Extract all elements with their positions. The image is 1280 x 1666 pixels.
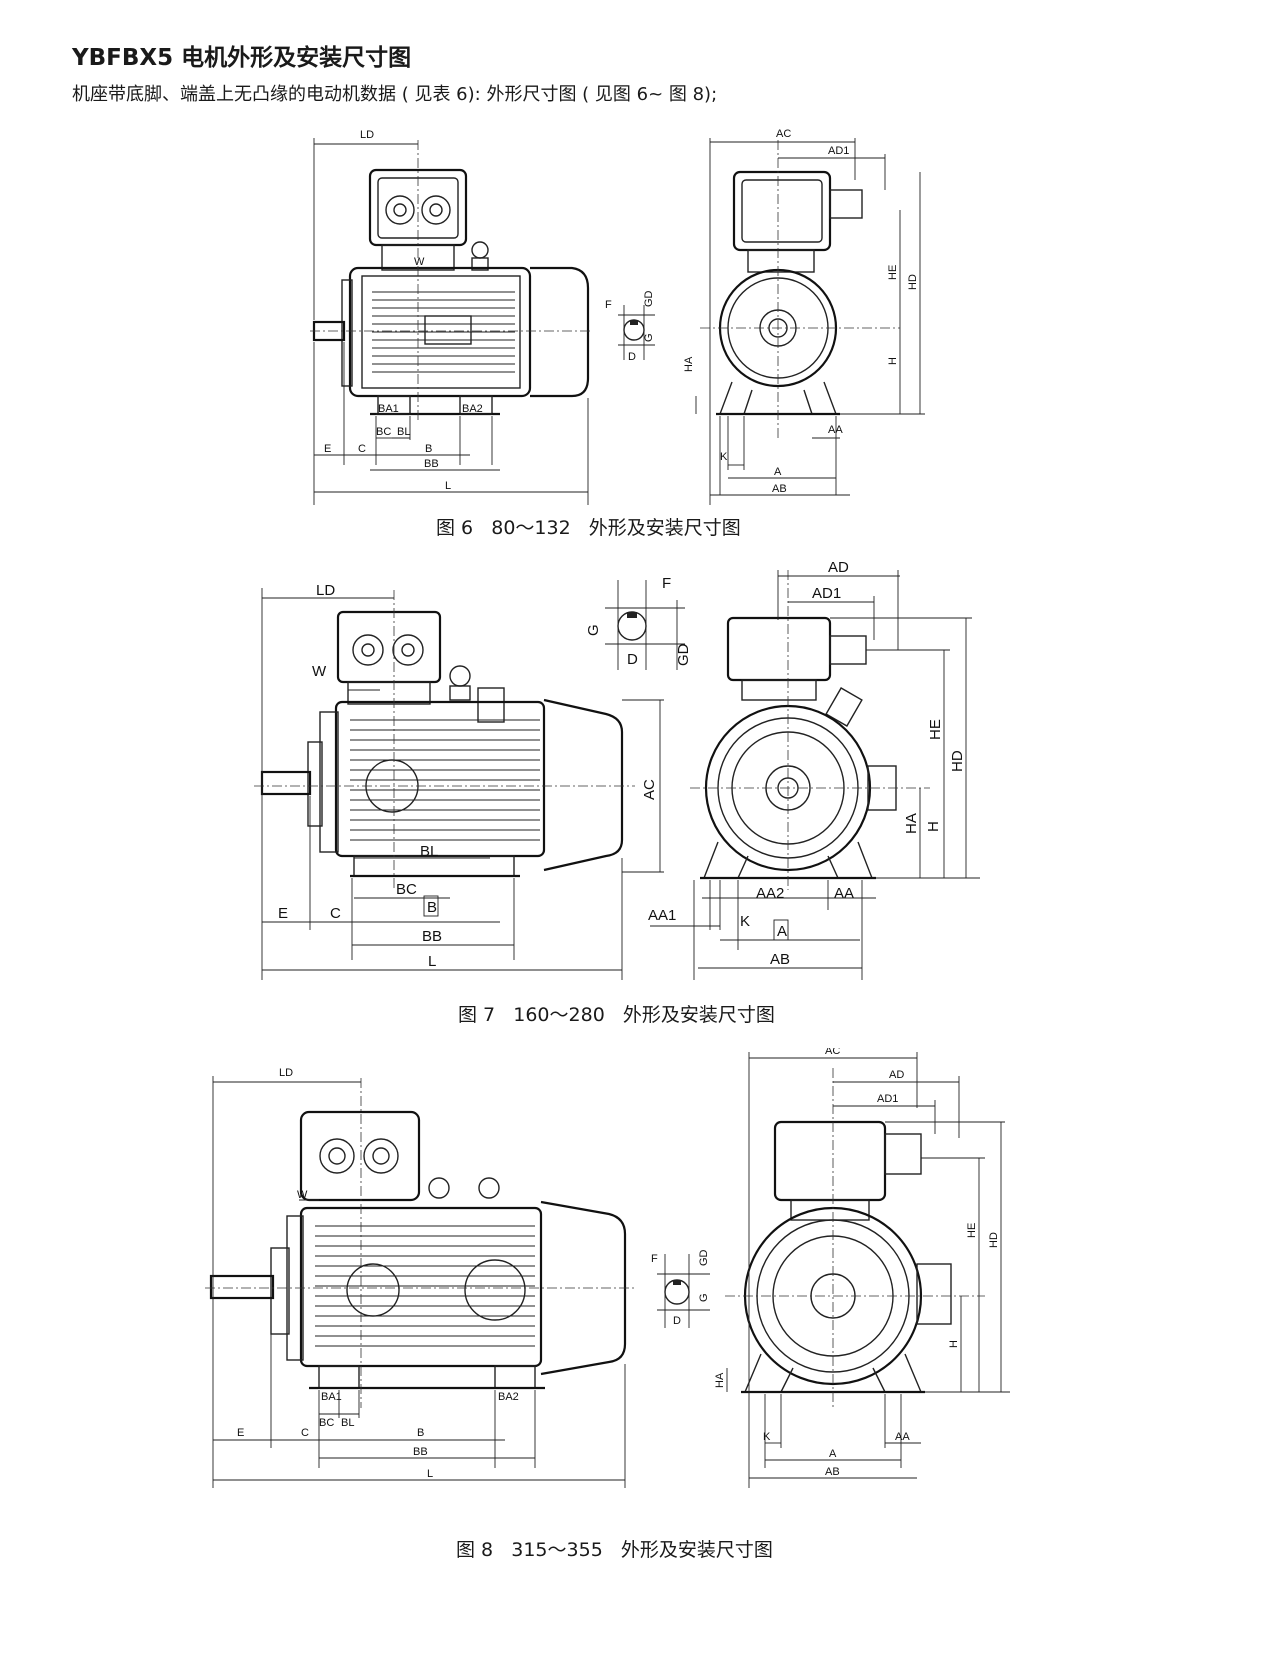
fig8-dim-AD1: AD1 xyxy=(877,1093,898,1105)
figure-6-drawing: LD W BA1 BA2 BC BL E C B BB L F GD G D xyxy=(310,128,925,505)
fig6-dim-B: B xyxy=(425,443,432,455)
fig6-dim-HA: HA xyxy=(683,356,695,372)
fig8-dim-HD: HD xyxy=(988,1232,1000,1248)
fig6-dim-E: E xyxy=(324,443,331,455)
fig7-dim-BL: BL xyxy=(420,843,438,860)
figure-8-caption: 图 8 315～355 外形及安装尺寸图 xyxy=(456,1539,773,1561)
fig7-shaft-detail: F G D GD xyxy=(585,575,692,670)
fig7-side-view: LD W BL BC E C B BB L AC xyxy=(254,582,664,980)
fig7-dim-A: A xyxy=(777,923,787,940)
fig6-dim-G: G xyxy=(643,333,655,342)
fig6-dim-F: F xyxy=(605,299,612,311)
fig8-dim-A: A xyxy=(829,1448,837,1460)
fig6-dim-BA2: BA2 xyxy=(462,403,483,415)
fig8-dim-G: G xyxy=(698,1293,710,1302)
fig6-shaft-detail: F GD G D xyxy=(605,290,655,363)
fig6-dim-A: A xyxy=(774,466,782,478)
fig7-dim-AD: AD xyxy=(828,560,849,576)
fig8-end-view: AC AD AD1 HE HD H HA K AA A AB xyxy=(714,1048,1010,1488)
fig8-dim-BL: BL xyxy=(341,1417,354,1429)
fig7-dim-BB: BB xyxy=(422,928,442,945)
fig6-dim-BC: BC xyxy=(376,426,391,438)
fig8-dim-C: C xyxy=(301,1427,309,1439)
fig7-dim-AB: AB xyxy=(770,951,790,968)
fig7-dim-W: W xyxy=(312,663,327,680)
fig7-dim-HA: HA xyxy=(903,813,920,834)
fig7-dim-G: G xyxy=(585,624,602,636)
fig6-dim-K: K xyxy=(720,451,728,463)
fig7-dim-AA: AA xyxy=(834,885,854,902)
fig6-dim-HE: HE xyxy=(887,265,899,280)
fig8-dim-F: F xyxy=(651,1253,658,1265)
fig8-dim-L: L xyxy=(427,1468,433,1480)
fig7-dim-H: H xyxy=(925,821,942,832)
fig6-dim-AC: AC xyxy=(776,128,791,140)
fig8-dim-BA1: BA1 xyxy=(321,1391,342,1403)
fig6-dim-H: H xyxy=(887,357,899,365)
fig8-dim-HA: HA xyxy=(714,1372,726,1388)
fig6-dim-AB: AB xyxy=(772,483,787,495)
fig7-dim-AA2: AA2 xyxy=(756,885,784,902)
figure-7-drawing: LD W BL BC E C B BB L AC F G D GD xyxy=(254,560,980,980)
fig8-dim-AA: AA xyxy=(895,1431,910,1443)
fig8-dim-AD: AD xyxy=(889,1069,904,1081)
fig6-dim-D: D xyxy=(628,351,636,363)
fig6-dim-BL: BL xyxy=(397,426,410,438)
fig7-dim-AD1: AD1 xyxy=(812,585,841,602)
fig8-dim-HE: HE xyxy=(966,1223,978,1238)
figure-8-drawing: LD W BA1 BA2 BC BL E C B BB L F GD G D xyxy=(205,1048,1010,1488)
fig7-dim-AA1: AA1 xyxy=(648,907,676,924)
fig8-dim-W: W xyxy=(297,1189,308,1201)
fig8-side-view: LD W BA1 BA2 BC BL E C B BB L xyxy=(205,1067,635,1488)
fig7-dim-AC: AC xyxy=(641,779,658,800)
fig7-dim-D: D xyxy=(627,651,638,668)
fig7-dim-HD: HD xyxy=(949,750,966,772)
fig6-dim-C: C xyxy=(358,443,366,455)
fig7-dim-C: C xyxy=(330,905,341,922)
fig8-dim-BA2: BA2 xyxy=(498,1391,519,1403)
fig7-end-view: AD AD1 HE HD HA H AA1 AA2 AA K A AB xyxy=(648,560,980,980)
fig8-dim-AB: AB xyxy=(825,1466,840,1478)
fig8-shaft-detail: F GD G D xyxy=(651,1249,710,1328)
fig8-dim-LD: LD xyxy=(279,1067,293,1079)
fig8-dim-BC: BC xyxy=(319,1417,334,1429)
fig7-dim-BC: BC xyxy=(396,881,417,898)
fig6-dim-BB: BB xyxy=(424,458,439,470)
fig7-dim-B: B xyxy=(427,899,437,916)
fig7-dim-E: E xyxy=(278,905,288,922)
fig6-dim-AA: AA xyxy=(828,424,843,436)
fig7-dim-L: L xyxy=(428,953,436,970)
fig7-dim-LD: LD xyxy=(316,582,335,599)
fig7-dim-GD: GD xyxy=(675,643,692,666)
fig8-dim-BB: BB xyxy=(413,1446,428,1458)
fig6-side-view: LD W BA1 BA2 BC BL E C B BB L xyxy=(310,129,592,505)
fig6-dim-L: L xyxy=(445,480,451,492)
fig8-dim-H: H xyxy=(948,1340,960,1348)
fig7-dim-F: F xyxy=(662,575,671,592)
fig6-dim-HD: HD xyxy=(907,274,919,290)
fig8-dim-E: E xyxy=(237,1427,244,1439)
figure-7-caption: 图 7 160～280 外形及安装尺寸图 xyxy=(458,1004,775,1026)
fig8-dim-K: K xyxy=(763,1431,771,1443)
fig6-dim-W: W xyxy=(414,256,425,268)
fig8-dim-B: B xyxy=(417,1427,424,1439)
page-title: YBFBX5 电机外形及安装尺寸图 xyxy=(72,45,412,71)
fig6-dim-AD1: AD1 xyxy=(828,145,849,157)
fig7-dim-HE: HE xyxy=(927,719,944,740)
page-subtitle: 机座带底脚、端盖上无凸缘的电动机数据 ( 见表 6): 外形尺寸图 ( 见图 6… xyxy=(72,84,718,105)
figure-6-caption: 图 6 80～132 外形及安装尺寸图 xyxy=(436,517,741,539)
fig6-end-view: AC AD1 HE HD H HA AA K A AB xyxy=(683,128,925,505)
fig7-dim-K: K xyxy=(740,913,750,930)
fig6-dim-LD: LD xyxy=(360,129,374,141)
fig6-dim-GD: GD xyxy=(643,290,655,307)
fig6-dim-BA1: BA1 xyxy=(378,403,399,415)
fig8-dim-GD: GD xyxy=(698,1249,710,1266)
fig8-dim-AC: AC xyxy=(825,1048,840,1057)
fig8-dim-D: D xyxy=(673,1315,681,1327)
